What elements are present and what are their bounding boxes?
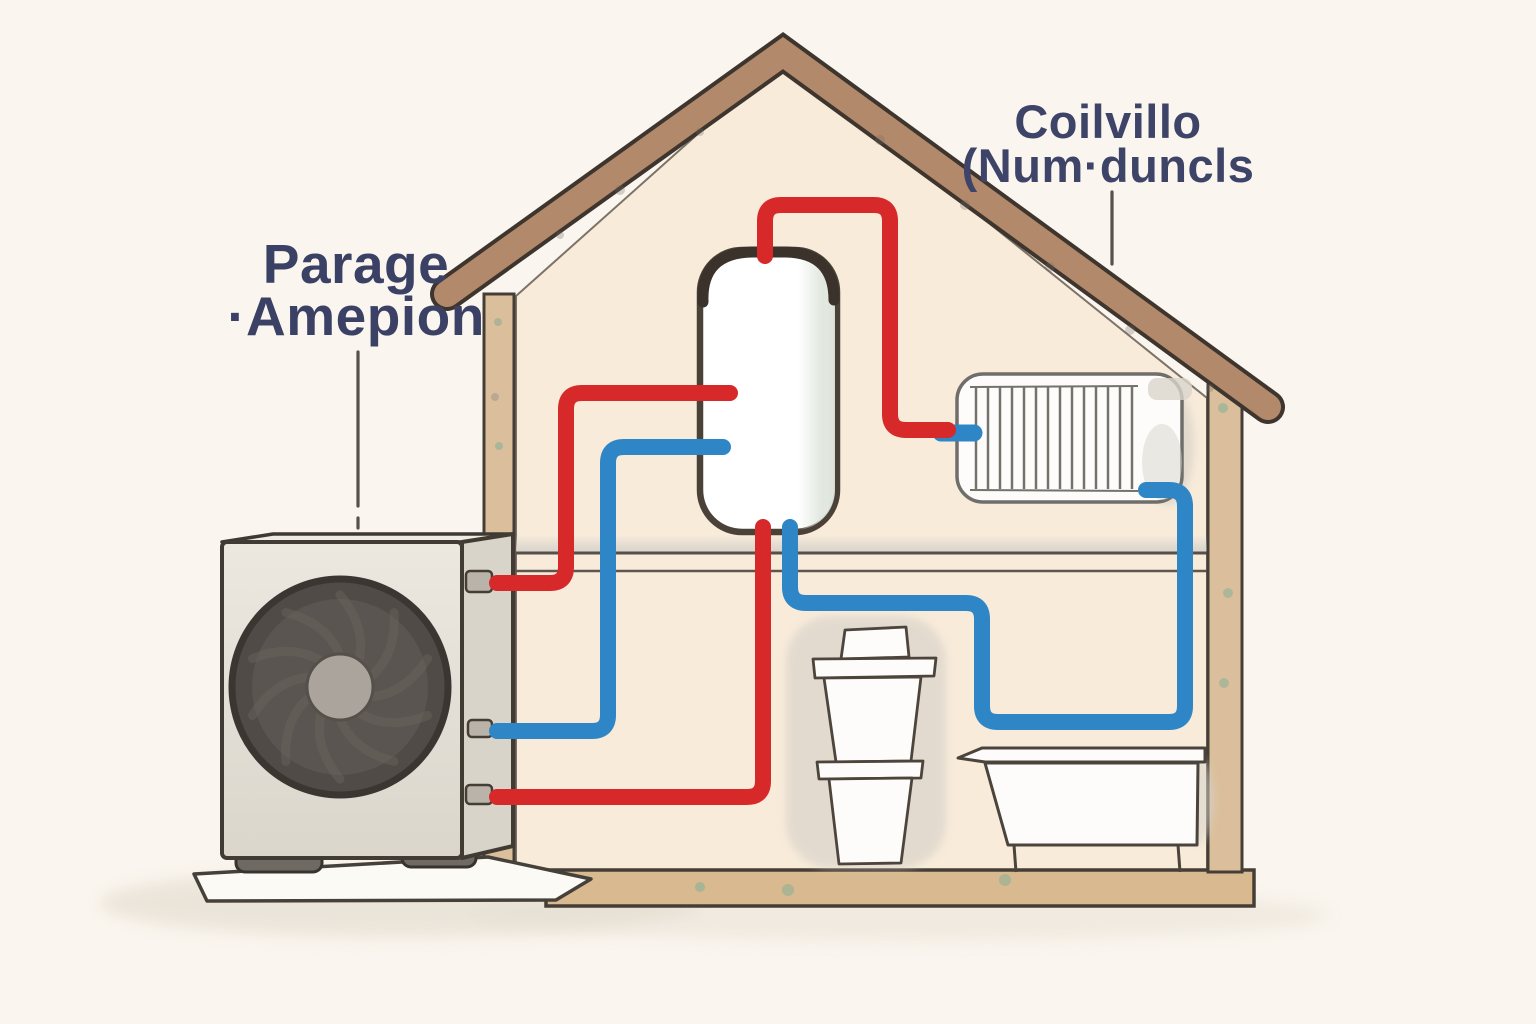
hot-pipe-tank-to-unit-return <box>489 519 771 805</box>
radiator-label: Coilvillo (Num·duncls <box>961 95 1255 192</box>
radiator <box>955 372 1194 505</box>
radiator-label-line2: (Num·duncls <box>961 139 1255 192</box>
bathtub-body <box>983 761 1200 847</box>
radiator-label-line1: Coilvillo <box>1014 95 1202 148</box>
cold-pipe-unit-to-tank <box>489 439 731 739</box>
pedestal-basin <box>786 616 946 868</box>
heat-pump-outdoor-unit <box>192 532 593 903</box>
floor-divider <box>516 535 1207 573</box>
pipe-connectors <box>464 569 494 806</box>
outdoor-unit-label-line2: ·Amepion <box>227 285 485 347</box>
outdoor-unit-label-line1: Parage <box>262 233 450 295</box>
basin-rim-lower <box>815 759 925 781</box>
pointer-lines <box>356 190 1114 530</box>
roof <box>430 32 1285 424</box>
right-wall-beam <box>1206 382 1244 874</box>
outdoor-unit-label: Parage ·Amepion <box>227 233 485 347</box>
basin-tank <box>839 625 911 661</box>
basin-pedestal <box>827 776 914 866</box>
bathtub-foot-left <box>1012 844 1018 873</box>
cold-pipe-tank-to-radiator-return <box>782 482 1193 730</box>
fan-hub <box>305 652 375 722</box>
hot-pipe-unit-to-tank <box>489 385 738 591</box>
basin-bowl-upper <box>822 675 923 764</box>
basin-rim-upper <box>811 656 938 680</box>
bathtub <box>956 746 1214 873</box>
fan <box>228 575 452 799</box>
ground-beam <box>544 868 1256 908</box>
bathtub-rim <box>956 746 1207 764</box>
pipes <box>489 197 1193 805</box>
bathtub-foot-right <box>1176 844 1182 873</box>
hot-pipe-tank-to-radiator <box>757 197 956 438</box>
